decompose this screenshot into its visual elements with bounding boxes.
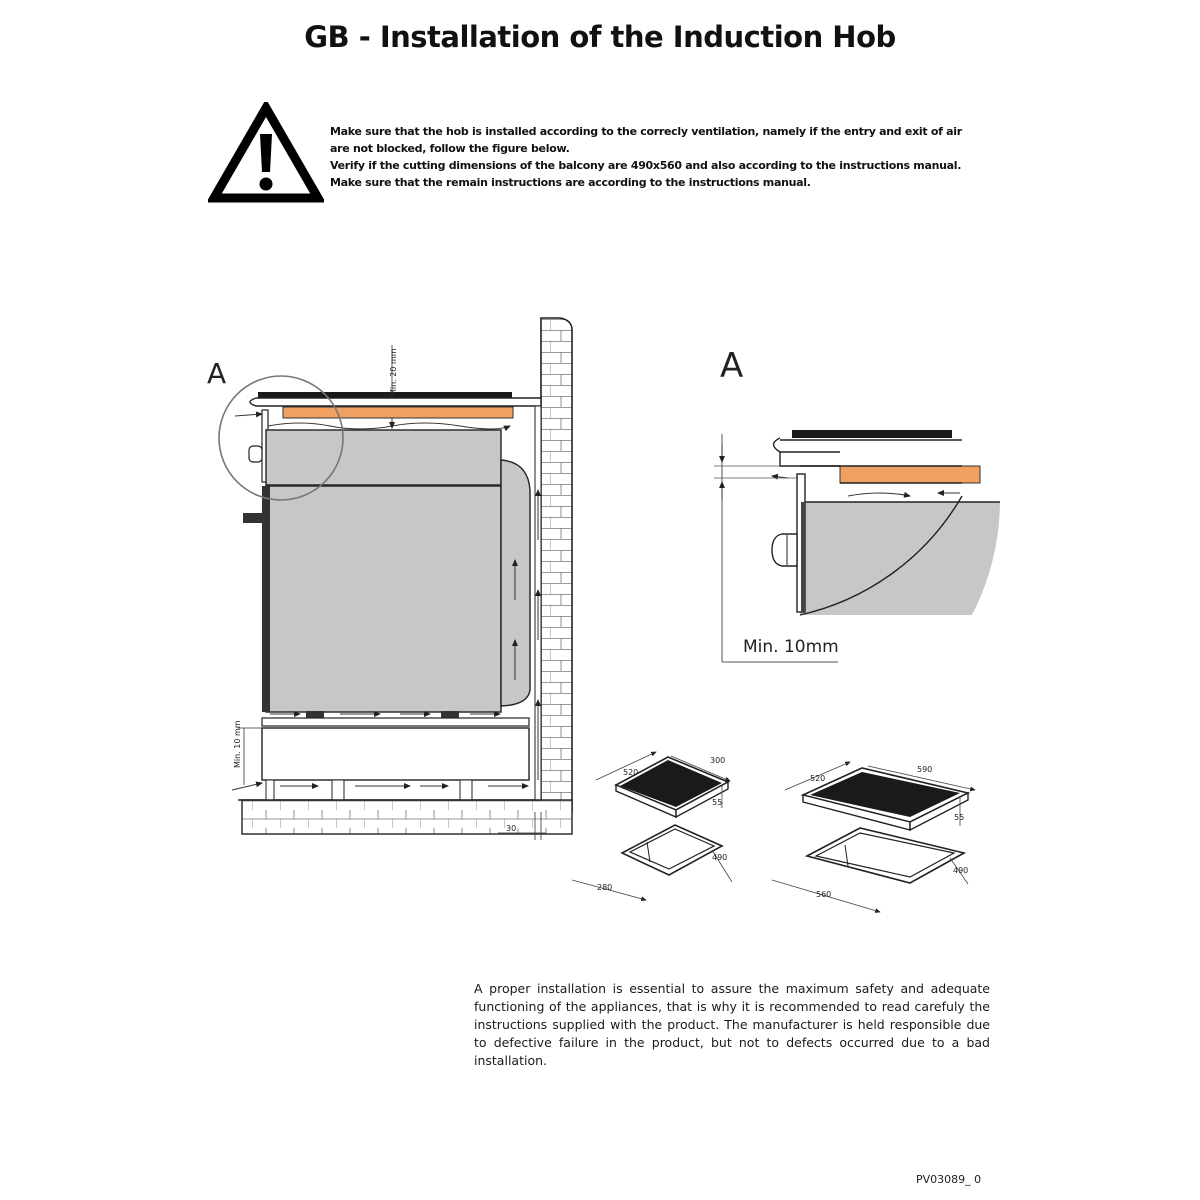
- small-hob-cut-width: 280: [597, 883, 612, 892]
- small-hob-depth: 520: [623, 768, 638, 777]
- small-hob-diagram: 520 300 55 490 280: [571, 751, 733, 902]
- warning-line: Make sure that the hob is installed acco…: [330, 125, 962, 138]
- large-hob-diagram: 520 590 55 490 560: [771, 761, 976, 913]
- warning-text: Make sure that the hob is installed acco…: [330, 123, 980, 191]
- page-title: GB - Installation of the Induction Hob: [304, 20, 896, 54]
- cabinet-cross-section: Min. 20 mm Min. 10 mm 30: [218, 317, 573, 840]
- small-hob-width: 300: [710, 756, 725, 765]
- small-hob-cut-depth: 490: [712, 853, 727, 862]
- dim-30: 30: [506, 824, 516, 833]
- dim-min-20: Min. 20 mm: [389, 348, 398, 396]
- installation-note: A proper installation is essential to as…: [474, 981, 990, 1068]
- detail-a-view: Min. 10mm: [714, 430, 1000, 663]
- warning-line: Verify if the cutting dimensions of the …: [330, 159, 962, 172]
- document-code: PV03089_ 0: [916, 1173, 982, 1186]
- detail-circle: [218, 375, 344, 501]
- warning-line: Make sure that the remain instructions a…: [330, 176, 811, 189]
- dim-min-10-vertical: Min. 10 mm: [233, 720, 242, 768]
- detail-label-right: A: [720, 346, 743, 386]
- small-hob-height: 55: [712, 798, 722, 807]
- warning-line: are not blocked, follow the figure below…: [330, 142, 570, 155]
- large-hob-width: 590: [917, 765, 932, 774]
- warning-triangle-icon: [208, 102, 324, 203]
- large-hob-cut-width: 560: [816, 890, 831, 899]
- large-hob-cut-depth: 490: [953, 866, 968, 875]
- detail-label-left: A: [207, 357, 226, 390]
- large-hob-height: 55: [954, 813, 964, 822]
- large-hob-depth: 520: [810, 774, 825, 783]
- detail-min-10mm: Min. 10mm: [743, 637, 839, 657]
